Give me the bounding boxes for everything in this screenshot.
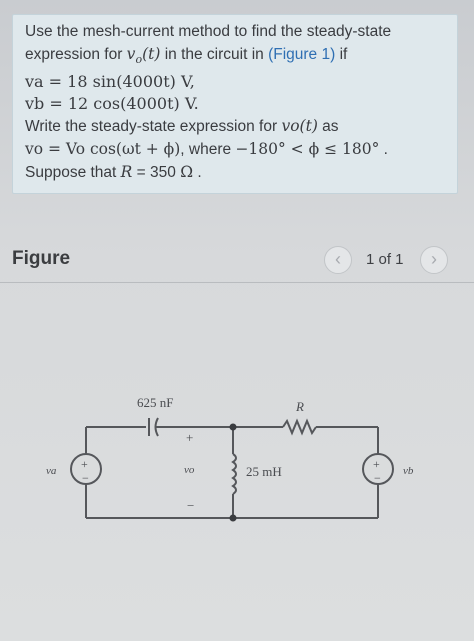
problem-line-1: Use the mesh-current method to find the …	[25, 23, 392, 40]
figure-header: Figure ‹ 1 of 1 ›	[0, 232, 474, 283]
resistance-value: = 350	[132, 164, 181, 182]
text-period: .	[379, 141, 388, 159]
figure-panel: Figure ‹ 1 of 1 ›	[0, 232, 474, 641]
ohm-symbol: Ω	[180, 163, 194, 182]
vo-label: vo	[184, 464, 195, 476]
capacitor-plate-right	[154, 417, 159, 437]
phase-condition: −180° < ϕ ≤ 180°	[235, 140, 380, 159]
source-va-symbol	[70, 453, 102, 485]
vo-plus-sign: +	[186, 430, 193, 445]
circuit-diagram: 625 nF R 25 mH va vb vo + − + − + −	[46, 395, 414, 522]
problem-line-2: expression for vo(t) in the circuit in (…	[25, 43, 445, 71]
var-vo-t: vo(t)	[281, 117, 318, 136]
var-sub-o: o	[135, 53, 143, 67]
source-vb-label: vb	[403, 465, 414, 477]
text-write-expression: Write the steady-state expression for	[25, 118, 282, 136]
problem-statement: Use the mesh-current method to find the …	[12, 14, 458, 194]
node-top	[229, 423, 237, 431]
var-r: R	[120, 163, 133, 182]
chevron-left-icon: ‹	[335, 249, 341, 269]
text-if: if	[335, 46, 348, 63]
va-minus-sign: −	[82, 471, 89, 485]
var-arg-t: (t)	[142, 45, 161, 63]
next-figure-button[interactable]: ›	[420, 246, 448, 274]
vb-plus-sign: +	[373, 457, 380, 471]
node-bottom	[229, 514, 237, 522]
page-indicator: 1 of 1	[366, 251, 404, 268]
figure-link[interactable]: (Figure 1)	[268, 46, 336, 63]
var-v: v	[126, 45, 136, 63]
resistor-label: R	[295, 399, 304, 414]
text-where: , where	[180, 141, 236, 159]
expr-vo-cos: vo = Vo cos(ωt + ϕ)	[25, 140, 181, 159]
problem-line-6: vo = Vo cos(ωt + ϕ), where −180° < ϕ ≤ 1…	[25, 138, 445, 161]
text-in-circuit: in the circuit in	[160, 46, 269, 63]
problem-line-va: va = 18 sin(4000t) V,	[25, 72, 195, 92]
prev-figure-button[interactable]: ‹	[324, 246, 352, 274]
problem-line-5: Write the steady-state expression for vo…	[25, 115, 445, 138]
problem-line-vb: vb = 12 cos(4000t) V.	[25, 94, 199, 114]
inductor-symbol	[231, 453, 237, 495]
vb-minus-sign: −	[374, 471, 381, 485]
source-va-label: va	[46, 465, 57, 477]
var-vo: vo(t)	[126, 45, 161, 67]
text-period-2: .	[193, 164, 202, 182]
va-plus-sign: +	[81, 457, 88, 471]
vo-minus-sign: −	[187, 498, 194, 513]
text-as: as	[317, 118, 339, 136]
text-expression-for: expression for	[25, 46, 127, 63]
text-suppose: Suppose that	[25, 164, 121, 182]
problem-line-7: Suppose that R = 350 Ω .	[25, 161, 445, 184]
figure-title: Figure	[12, 248, 71, 269]
chevron-right-icon: ›	[431, 249, 437, 269]
resistor-symbol	[282, 418, 317, 436]
source-vb-symbol	[362, 453, 394, 485]
capacitor-label: 625 nF	[137, 395, 173, 410]
inductor-label: 25 mH	[246, 464, 282, 479]
